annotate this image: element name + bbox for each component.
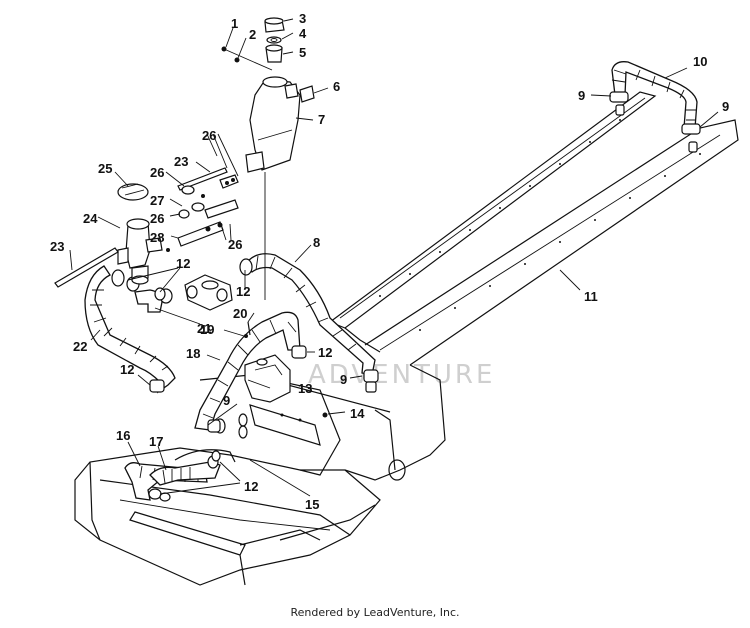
hose-10 (609, 61, 701, 153)
callout-1: 1 (231, 16, 238, 31)
rod-23-left (54, 247, 119, 288)
callout-22: 22 (73, 339, 87, 354)
callout-12-housing: 12 (236, 284, 250, 299)
callout-9-top: 9 (578, 88, 585, 103)
callout-13: 13 (298, 381, 312, 396)
hose-8 (239, 253, 379, 393)
fittings-26-28 (166, 174, 239, 252)
callout-4: 4 (299, 26, 307, 41)
callout-10: 10 (693, 54, 707, 69)
callout-12-hose22: 12 (120, 362, 134, 377)
callout-28: 28 (150, 230, 164, 245)
callout-23-upper: 23 (174, 154, 188, 169)
clip-6 (299, 85, 315, 103)
callout-7: 7 (318, 112, 325, 127)
hose-17 (149, 449, 236, 486)
callout-15: 15 (305, 497, 319, 512)
callout-19: 19 (200, 322, 214, 337)
callout-16: 16 (116, 428, 130, 443)
callout-20: 20 (233, 306, 247, 321)
callout-12-hose8: 12 (318, 345, 332, 360)
watermark-text: ADVENTURE (308, 360, 495, 390)
callout-23-left: 23 (50, 239, 64, 254)
callout-26-top: 26 (202, 128, 216, 143)
callout-8: 8 (313, 235, 320, 250)
callout-25: 25 (98, 161, 112, 176)
cap-25 (117, 183, 149, 201)
rod-23-upper (177, 167, 228, 191)
callout-21: 21 (197, 321, 211, 336)
gasket-4 (266, 36, 282, 44)
coolant-reservoir-7 (245, 76, 301, 300)
callout-9-right: 9 (722, 99, 729, 114)
bolt-20 (247, 321, 251, 336)
bracket-13 (244, 354, 291, 403)
chassis-frame (74, 91, 739, 586)
cap-3 (264, 17, 285, 33)
hose-22 (84, 265, 176, 394)
callout-18: 18 (186, 346, 200, 361)
callout-14: 14 (350, 406, 365, 421)
callout-27: 27 (150, 193, 164, 208)
leader-lines (69, 18, 719, 497)
footer-credit: Rendered by LeadVenture, Inc. (290, 606, 460, 619)
callout-26-left: 26 (150, 165, 164, 180)
bolt-19 (244, 334, 248, 338)
callout-12-thermostat: 12 (176, 256, 190, 271)
callout-2: 2 (249, 27, 256, 42)
callout-9-low: 9 (223, 393, 230, 408)
callout-labels: 1 2 3 4 5 6 7 8 9 9 9 9 10 11 12 12 12 1… (50, 11, 729, 512)
callout-24: 24 (83, 211, 98, 226)
rail-rivets (379, 119, 701, 331)
callout-17: 17 (149, 434, 163, 449)
filler-neck-24 (117, 218, 163, 285)
callout-26-mid: 26 (150, 211, 164, 226)
thermostat-housing (154, 274, 233, 311)
callout-9-mid: 9 (340, 372, 347, 387)
fitting-5 (265, 44, 283, 63)
screw-1-2 (221, 46, 273, 71)
callout-11: 11 (584, 289, 598, 304)
callout-3: 3 (299, 11, 306, 26)
screw-14 (322, 412, 328, 418)
callout-6: 6 (333, 79, 340, 94)
callout-26-right: 26 (228, 237, 242, 252)
callout-5: 5 (299, 45, 306, 60)
callout-12-front: 12 (244, 479, 258, 494)
